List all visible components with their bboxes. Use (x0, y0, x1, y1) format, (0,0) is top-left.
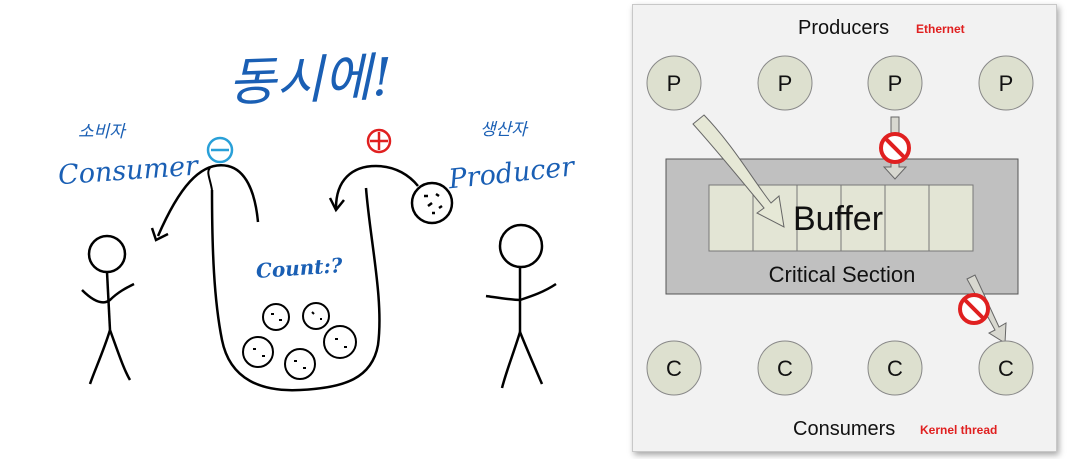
svg-text:C: C (777, 356, 793, 381)
consumer-figure (81, 234, 135, 385)
producer-node: P (646, 55, 702, 111)
svg-text:C: C (998, 356, 1014, 381)
consumers-note: Kernel thread (920, 423, 997, 437)
producers-label: Producers (798, 17, 889, 39)
svg-text:P: P (888, 71, 903, 96)
consumer-node: C (757, 340, 813, 396)
consumer-korean-label: 소비자 (78, 122, 127, 142)
producers-note: Ethernet (916, 22, 965, 36)
sketch-title: 동시에! (227, 48, 393, 114)
minus-badge (206, 136, 234, 164)
plus-badge (366, 128, 392, 154)
handdrawn-sketch: 동시에! 소비자 Consumer 생산자 Producer Count:? (57, 48, 578, 392)
enter-arrow (692, 114, 785, 228)
jar-outline (210, 187, 381, 392)
producer-node: P (757, 55, 813, 111)
buffer-label: Buffer (793, 200, 883, 238)
producer-node: P (867, 55, 923, 111)
consumer-nodes: C C C C (646, 340, 1034, 396)
producer-nodes: P P P P (646, 55, 1034, 111)
producer-korean-label: 생산자 (480, 120, 529, 140)
svg-text:P: P (999, 71, 1014, 96)
consumer-node: C (867, 340, 923, 396)
count-label: Count:? (255, 253, 343, 283)
producer-consumer-diagram: Producers Ethernet P P P P (632, 4, 1057, 452)
put-arrow (334, 164, 419, 209)
svg-text:P: P (667, 71, 682, 96)
critical-section-label: Critical Section (769, 262, 916, 287)
cookie-item (410, 181, 454, 225)
take-arrow (156, 163, 260, 237)
cookies-in-jar (242, 302, 357, 380)
svg-text:C: C (887, 356, 903, 381)
producer-english-label: Producer (446, 151, 578, 195)
producer-figure (485, 223, 557, 389)
consumer-english-label: Consumer (57, 150, 201, 191)
consumer-node: C (978, 340, 1034, 396)
consumer-node: C (646, 340, 702, 396)
consumers-label: Consumers (793, 418, 895, 440)
svg-text:P: P (778, 71, 793, 96)
producer-node: P (978, 55, 1034, 111)
forbidden-icon (879, 132, 911, 164)
forbidden-icon (958, 293, 990, 325)
svg-text:C: C (666, 356, 682, 381)
